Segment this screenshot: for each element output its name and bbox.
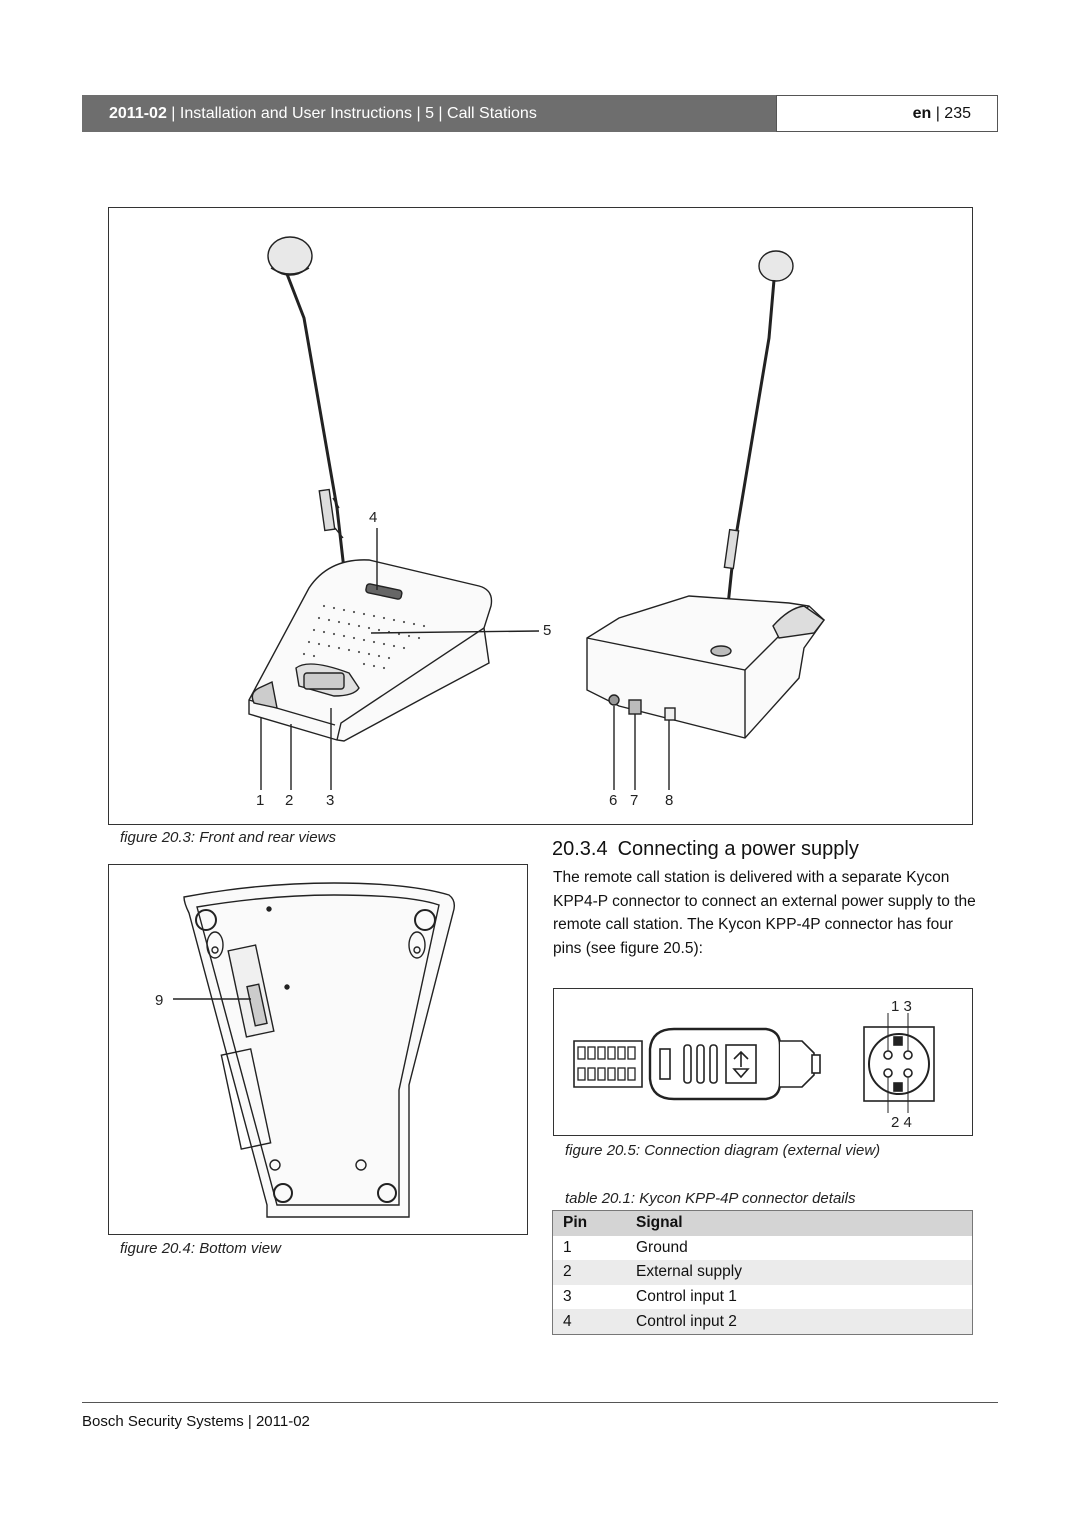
foot-top-right (414, 909, 436, 931)
signal-cell: Ground (636, 1238, 688, 1256)
front-ptt-button (303, 672, 345, 690)
connector-9 (246, 983, 268, 1027)
pin-labels-bottom: 2 4 (891, 1114, 912, 1131)
connector-illustration: 1 3 2 4 (573, 998, 935, 1131)
pin-cell: 1 (563, 1238, 572, 1256)
callout-7: 7 (630, 792, 638, 809)
pin-face (868, 1033, 930, 1095)
figure-20-5-caption: figure 20.5: Connection diagram (externa… (565, 1142, 881, 1159)
signal-cell: External supply (626, 1260, 973, 1285)
callout-9: 9 (155, 992, 163, 1009)
table-header-row: Pin Signal (552, 1210, 973, 1236)
figure-front-rear-views: 1 2 3 4 5 6 7 8 (108, 207, 973, 825)
figure-bottom-view: 9 (108, 864, 528, 1235)
header-date: 2011-02 (109, 105, 167, 122)
callout-4: 4 (369, 509, 377, 526)
section-body: The remote call station is delivered wit… (553, 869, 976, 957)
front-mic-head (267, 236, 313, 276)
header-page-number: | 235 (935, 105, 971, 122)
figure-20-4-caption: figure 20.4: Bottom view (120, 1240, 281, 1257)
call-station-illustration: 1 2 3 4 5 6 7 8 (248, 236, 826, 809)
front-mic-stem (285, 273, 347, 579)
pin-cell: 2 (552, 1260, 626, 1285)
pin-signal-table: Pin Signal 1 Ground 2 External supply 3 … (552, 1210, 973, 1335)
rear-mic-head (758, 250, 794, 282)
column-header-signal: Signal (626, 1210, 973, 1236)
rear-connector-6 (608, 694, 620, 706)
header-bar: 2011-02 | Installation and User Instruct… (82, 95, 776, 132)
callout-8: 8 (665, 792, 673, 809)
pin-labels-top: 1 3 (891, 998, 912, 1015)
callout-2: 2 (285, 792, 293, 809)
pin-cell: 3 (563, 1288, 572, 1306)
figure-connection-diagram: 1 3 2 4 (553, 988, 973, 1136)
bottom-view-illustration: 9 (155, 882, 456, 1218)
rear-connector-8 (664, 707, 676, 721)
table-row: 3 Control input 1 (553, 1285, 973, 1310)
foot-bottom-left (273, 1183, 293, 1203)
foot-bottom-right (377, 1183, 397, 1203)
pin-cell: 4 (552, 1309, 626, 1335)
table-row: 2 External supply (552, 1260, 973, 1285)
front-base-body (248, 559, 493, 742)
rear-mic-stem (721, 279, 776, 654)
header-lang: en (912, 105, 932, 122)
header-title: | Installation and User Instructions | 5… (171, 105, 537, 122)
foot-top-left (195, 909, 217, 931)
table-row: 4 Control input 2 (552, 1309, 973, 1335)
section-heading: 20.3.4 Connecting a power supply (552, 838, 869, 861)
table-row: 1 Ground (553, 1236, 973, 1261)
callout-1: 1 (256, 792, 264, 809)
callout-5: 5 (543, 622, 551, 639)
callout-3: 3 (326, 792, 334, 809)
footer-divider (82, 1402, 998, 1403)
header-page-box: en | 235 (776, 95, 998, 132)
signal-cell: Control input 1 (636, 1288, 737, 1306)
section-title: Connecting a power supply (617, 838, 859, 860)
rear-connector-7 (628, 699, 642, 715)
section-number: 20.3.4 (552, 838, 608, 860)
table-20-1-caption: table 20.1: Kycon KPP-4P connector detai… (565, 1190, 856, 1207)
callout-6: 6 (609, 792, 617, 809)
figure-20-3-caption: figure 20.3: Front and rear views (120, 829, 336, 846)
footer-text: Bosch Security Systems | 2011-02 (82, 1413, 310, 1430)
signal-cell: Control input 2 (626, 1309, 973, 1335)
column-header-pin: Pin (552, 1210, 626, 1236)
